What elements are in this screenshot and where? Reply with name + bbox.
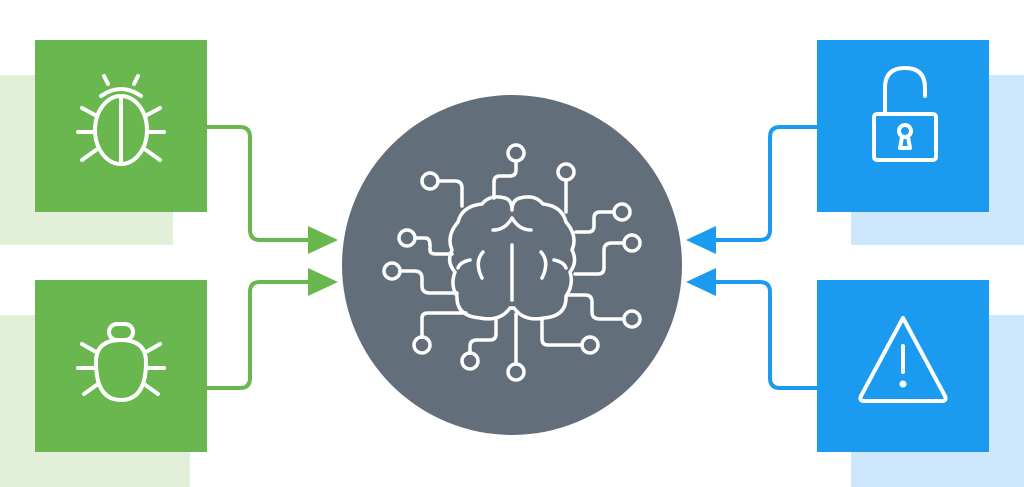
- brain-circuit-icon: [382, 143, 642, 382]
- arrow-blue-1: [686, 226, 716, 254]
- connector-green-1: [207, 125, 312, 242]
- bug-box-2: [35, 280, 207, 452]
- bug-icon: [76, 322, 166, 402]
- warning-triangle-icon: [858, 316, 948, 403]
- connector-blue-2: [712, 280, 817, 390]
- connector-green-2: [207, 280, 312, 390]
- arrow-green-2: [308, 268, 338, 296]
- arrow-blue-2: [686, 268, 716, 296]
- arrow-green-1: [308, 226, 338, 254]
- unlocked-padlock-icon: [872, 66, 938, 162]
- connector-blue-1: [712, 125, 817, 242]
- bug-icon: [76, 74, 166, 166]
